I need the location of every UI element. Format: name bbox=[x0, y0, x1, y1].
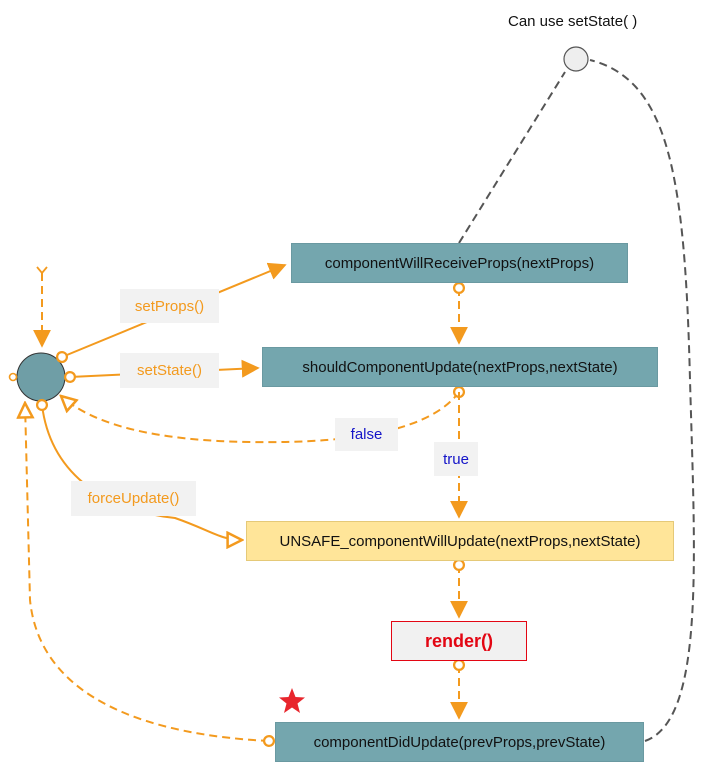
setstate-usable-node bbox=[563, 46, 589, 72]
setstate-label: setState() bbox=[120, 353, 219, 388]
forceupdate-edge bbox=[42, 405, 242, 540]
component-state-node bbox=[16, 352, 66, 402]
will-update-node: UNSAFE_componentWillUpdate(nextProps,nex… bbox=[246, 521, 674, 561]
true-label: true bbox=[434, 442, 478, 476]
should-component-update-node: shouldComponentUpdate(nextProps,nextStat… bbox=[262, 347, 658, 387]
star-icon bbox=[279, 688, 305, 713]
state-left-handle bbox=[8, 372, 18, 382]
didupdate-to-state-edge bbox=[25, 403, 269, 741]
entry-edge bbox=[33, 266, 51, 348]
false-label: false bbox=[335, 418, 398, 451]
will-receive-props-node: componentWillReceiveProps(nextProps) bbox=[291, 243, 628, 283]
didupdate-usable-connector bbox=[589, 59, 695, 742]
did-update-node: componentDidUpdate(prevProps,prevState) bbox=[275, 722, 644, 762]
render-node: render() bbox=[391, 621, 527, 661]
can-use-setstate-note: Can use setState( ) bbox=[508, 13, 638, 30]
false-edge bbox=[61, 392, 459, 444]
setprops-label: setProps() bbox=[120, 289, 219, 323]
setstate-usable-connector bbox=[458, 71, 566, 244]
forceupdate-label: forceUpdate() bbox=[71, 481, 196, 516]
